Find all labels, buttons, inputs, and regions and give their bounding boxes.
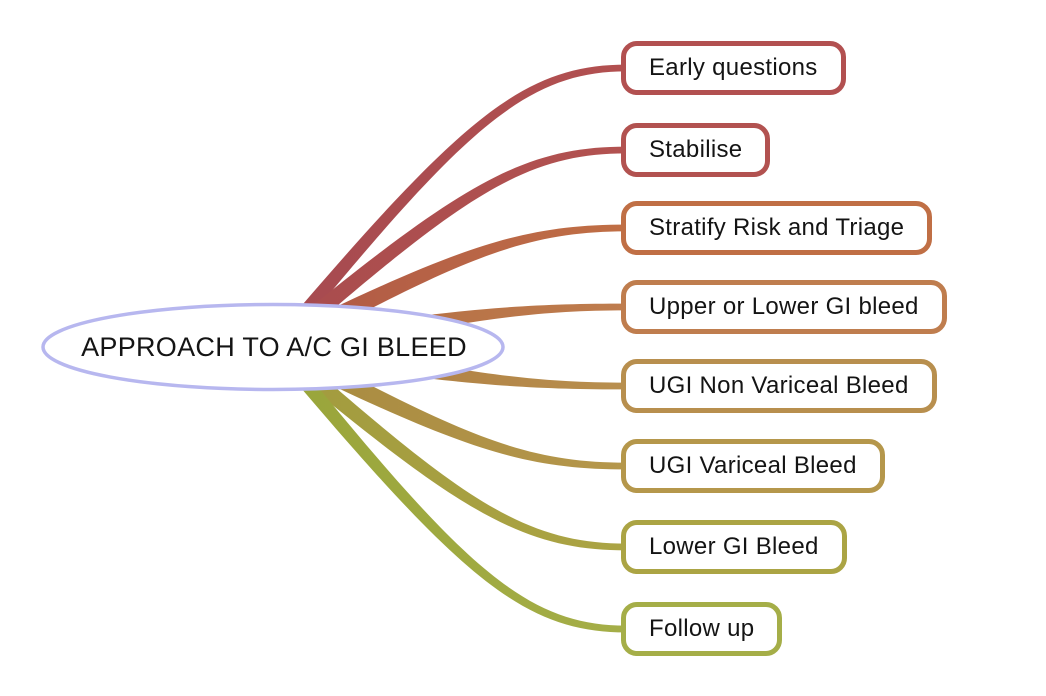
node-label: Stratify Risk and Triage	[649, 214, 905, 241]
node-lower-gi-bleed[interactable]: Lower GI Bleed	[621, 520, 847, 574]
node-label: Early questions	[649, 54, 818, 81]
node-label: UGI Non Variceal Bleed	[649, 372, 909, 399]
node-early-questions[interactable]: Early questions	[621, 41, 846, 95]
node-label: Stabilise	[649, 136, 743, 163]
node-stratify-risk-and-triage[interactable]: Stratify Risk and Triage	[621, 201, 933, 255]
hub-node-label[interactable]: APPROACH TO A/C GI BLEED	[81, 332, 467, 362]
node-stabilise[interactable]: Stabilise	[621, 123, 771, 177]
node-ugi-variceal-bleed[interactable]: UGI Variceal Bleed	[621, 439, 885, 493]
node-label: UGI Variceal Bleed	[649, 452, 857, 479]
node-label: Upper or Lower GI bleed	[649, 293, 919, 320]
node-label: Lower GI Bleed	[649, 533, 819, 560]
node-upper-or-lower-gi-bleed[interactable]: Upper or Lower GI bleed	[621, 280, 947, 334]
node-follow-up[interactable]: Follow up	[621, 602, 783, 656]
node-label: Follow up	[649, 615, 755, 642]
hub-ellipse[interactable]	[41, 302, 505, 392]
node-ugi-non-variceal-bleed[interactable]: UGI Non Variceal Bleed	[621, 359, 937, 413]
